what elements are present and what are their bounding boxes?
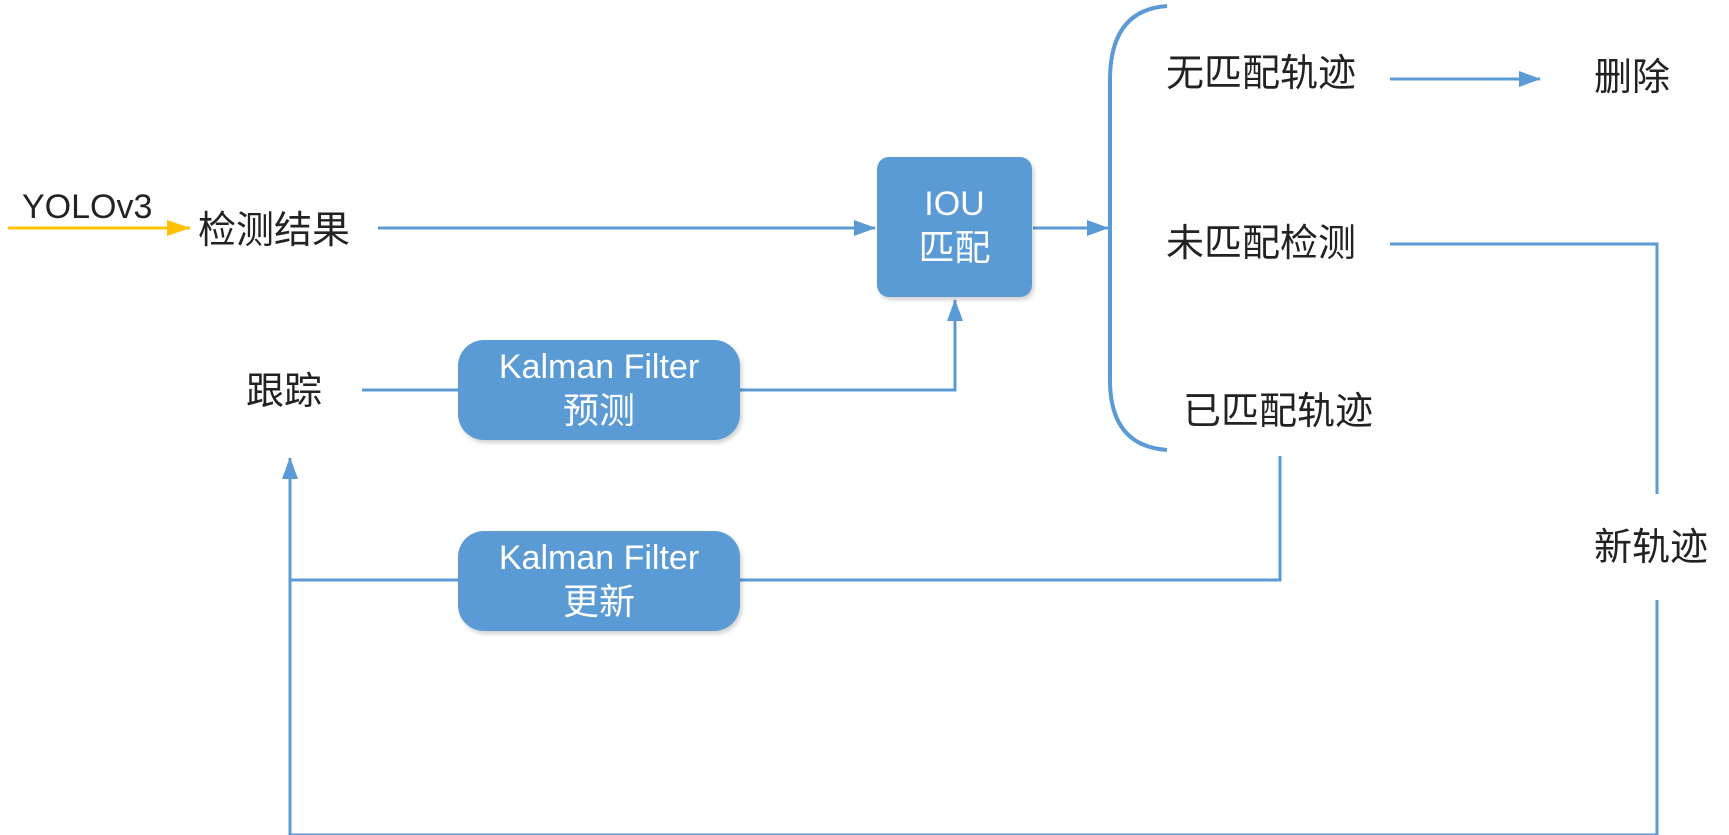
iou-match-line2: 匹配 (918, 227, 991, 269)
kalman-update-node: Kalman Filter 更新 (458, 531, 740, 631)
tracking-label: 跟踪 (246, 369, 323, 413)
iou-match-node: IOU 匹配 (877, 157, 1032, 297)
iou-match-line1: IOU (924, 185, 985, 224)
predict-to-iou-arrow (740, 299, 963, 392)
kalman-update-line1: Kalman Filter (498, 539, 700, 578)
kalman-predict-line2: 预测 (562, 390, 635, 432)
outcomes-brace (1108, 4, 1168, 452)
kalman-update-line2: 更新 (562, 581, 635, 623)
new-tracks-label: 新轨迹 (1594, 525, 1709, 569)
detection-results-label: 检测结果 (198, 208, 351, 252)
unmatched-tracks-label: 无匹配轨迹 (1166, 51, 1357, 95)
unmatched-detections-to-new-track-line (1390, 242, 1659, 494)
unmatched-detections-label: 未匹配检测 (1166, 221, 1357, 265)
matched-tracks-label: 已匹配轨迹 (1183, 389, 1374, 433)
yolo-label: YOLOv3 (22, 188, 153, 226)
new-track-loop-arrow (282, 457, 1659, 835)
matched-to-update-line (740, 456, 1282, 582)
kalman-predict-node: Kalman Filter 预测 (458, 340, 740, 440)
delete-label: 删除 (1594, 55, 1671, 99)
kalman-predict-line1: Kalman Filter (498, 348, 700, 387)
